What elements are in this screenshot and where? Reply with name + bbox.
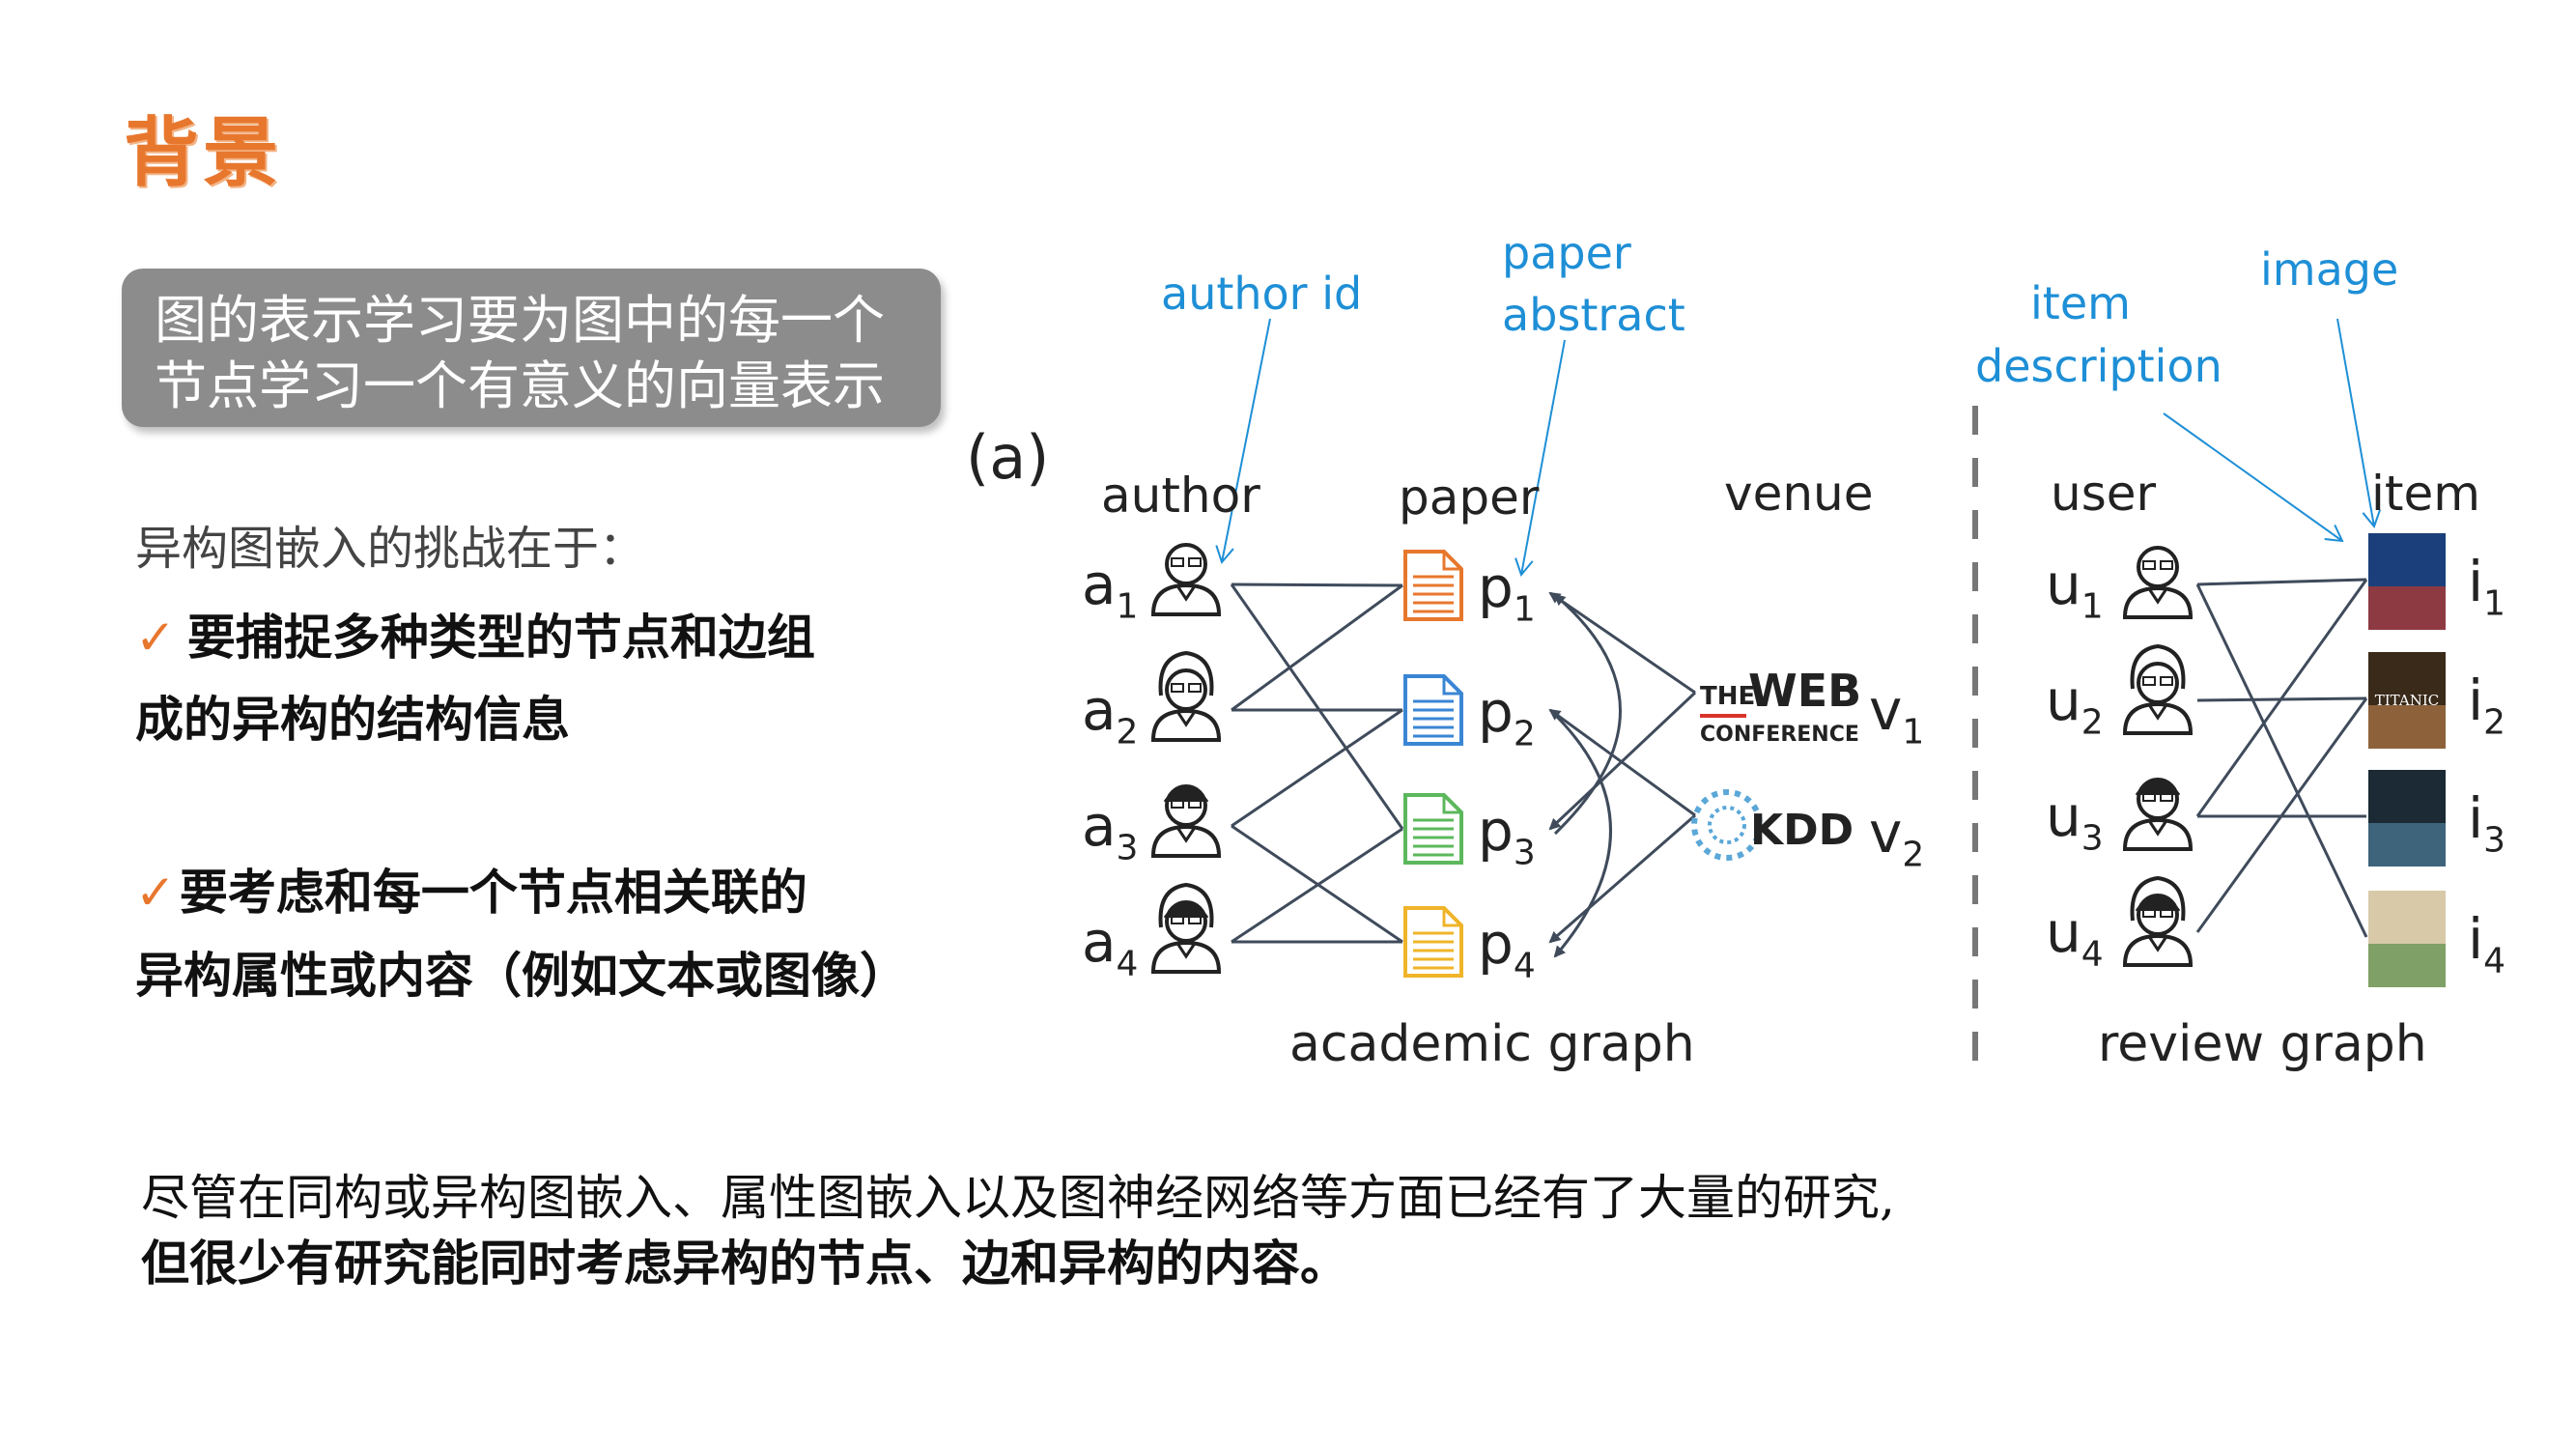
paper-label-4: p4 <box>1478 911 1536 986</box>
edge-citation-paper-3-paper-1 <box>1553 593 1622 836</box>
user-person-icon-4 <box>2122 875 2194 967</box>
bullet-1-line-2: 成的异构的结构信息 <box>135 691 570 748</box>
bottom-line-1: 尽管在同构或异构图嵌入、属性图嵌入以及图神经网络等方面已经有了大量的研究, <box>141 1170 1895 1226</box>
author-person-icon-3 <box>1150 784 1222 858</box>
caption-academic-graph: academic graph <box>1289 1015 1695 1073</box>
user-person-icon-2 <box>2122 643 2194 735</box>
panel-label: (a) <box>966 422 1049 493</box>
user-label-4: u4 <box>2046 899 2104 975</box>
callout-line-2: 节点学习一个有意义的向量表示 <box>155 355 885 416</box>
header-user: user <box>2051 466 2157 522</box>
item-poster-text-2: TITANIC <box>2375 692 2439 709</box>
annotation-item-line-2: description <box>1975 340 2222 392</box>
item-label-3: i3 <box>2468 785 2505 861</box>
author-label-2: a2 <box>1082 677 1138 753</box>
slide-title: 背景 <box>124 109 283 197</box>
user-person-icon-3 <box>2122 778 2194 851</box>
annotation-arrow-item <box>2163 412 2344 543</box>
item-label-1: i1 <box>2468 549 2505 624</box>
item-label-2: i2 <box>2468 668 2505 743</box>
edge-citation-paper-2-paper-4 <box>1553 713 1612 958</box>
bullet-1-line-1: ✓要捕捉多种类型的节点和边组 <box>135 599 815 668</box>
author-person-icon-4 <box>1150 882 1222 974</box>
item-poster-image-4 <box>2368 891 2446 987</box>
annotation-item-line-1: item <box>2030 277 2131 329</box>
venue-logo-line-2: WEB <box>1748 665 1861 717</box>
check-mark-icon: ✓ <box>135 865 176 921</box>
edges-layer <box>1230 578 2368 958</box>
bullet-2-text: 要考虑和每一个节点相关联的 <box>179 864 807 921</box>
annotation-arrow-author <box>1215 318 1271 565</box>
edge-user-1-item-1 <box>2196 578 2367 586</box>
paper-label-2: p2 <box>1478 679 1536 754</box>
edge-author-4-paper-3 <box>1231 827 1403 944</box>
author-label-1: a1 <box>1082 552 1138 627</box>
check-mark-icon: ✓ <box>135 610 176 666</box>
author-label-4: a4 <box>1082 909 1138 984</box>
callout-line-1: 图的表示学习要为图中的每一个 <box>155 290 885 351</box>
bullet-1-text: 要捕捉多种类型的节点和边组 <box>186 609 815 666</box>
caption-review-graph: review graph <box>2098 1015 2427 1073</box>
item-poster-image-3 <box>2368 770 2446 867</box>
paper-document-icon-3 <box>1403 793 1463 865</box>
challenges-lead: 异构图嵌入的挑战在于： <box>135 522 646 576</box>
annotation-paper-line-1: paper <box>1502 227 1631 279</box>
annotation-arrow-image <box>2336 318 2382 529</box>
edge-paper-4-venue-2 <box>1548 813 1696 944</box>
paper-label-1: p1 <box>1478 554 1536 630</box>
edge-author-1-paper-3 <box>1230 583 1404 830</box>
edge-paper-1-venue-1 <box>1548 591 1696 695</box>
edge-user-1-item-4 <box>2195 583 2368 938</box>
venue-label-2: v2 <box>1869 800 1924 875</box>
bottom-line-2: 但很少有研究能同时考虑异构的节点、边和异构的内容。 <box>141 1235 1348 1292</box>
annotation-image: image <box>2260 243 2398 296</box>
edge-paper-3-venue-1 <box>1548 691 1697 831</box>
annotation-author-id: author id <box>1161 268 1362 320</box>
definition-callout: 图的表示学习要为图中的每一个 节点学习一个有意义的向量表示 <box>122 269 941 427</box>
edge-author-2-paper-1 <box>1231 583 1403 712</box>
user-label-1: u1 <box>2046 552 2104 627</box>
venue-logo-line-3: CONFERENCE <box>1700 723 1859 747</box>
annotation-paper-line-2: abstract <box>1502 289 1685 341</box>
user-person-icon-1 <box>2122 546 2194 619</box>
edge-author-1-paper-1 <box>1231 582 1403 587</box>
item-poster-image-2: TITANIC <box>2368 652 2446 749</box>
edge-user-3-item-1 <box>2195 579 2368 817</box>
author-person-icon-1 <box>1150 543 1222 616</box>
edge-author-3-paper-2 <box>1231 708 1403 828</box>
venue-logo-text: KDD <box>1750 806 1854 855</box>
edge-user-4-item-2 <box>2195 697 2368 933</box>
edge-paper-2-venue-2 <box>1548 708 1696 817</box>
paper-document-icon-2 <box>1403 674 1463 746</box>
user-label-2: u2 <box>2046 668 2104 743</box>
venue-logo-line-1: THE <box>1700 682 1755 711</box>
venue-logo-kdd: KDD <box>1691 789 1854 861</box>
paper-document-icon-4 <box>1403 906 1463 978</box>
bullet-2-line-1: ✓要考虑和每一个节点相关联的 <box>135 854 807 923</box>
venue-label-1: v1 <box>1869 677 1924 753</box>
header-venue: venue <box>1724 466 1874 522</box>
bullet-2-line-2: 异构属性或内容（例如文本或图像） <box>135 947 908 1004</box>
annotation-arrow-paper <box>1514 339 1566 578</box>
paper-label-3: p3 <box>1478 798 1536 873</box>
item-label-4: i4 <box>2468 906 2505 981</box>
header-item: item <box>2371 466 2480 522</box>
author-label-3: a3 <box>1082 793 1138 868</box>
item-poster-image-1 <box>2368 533 2446 630</box>
author-person-icon-2 <box>1150 650 1222 742</box>
header-author: author <box>1101 468 1260 524</box>
paper-document-icon-1 <box>1403 550 1463 621</box>
user-label-3: u3 <box>2046 783 2104 859</box>
header-paper: paper <box>1399 469 1540 526</box>
